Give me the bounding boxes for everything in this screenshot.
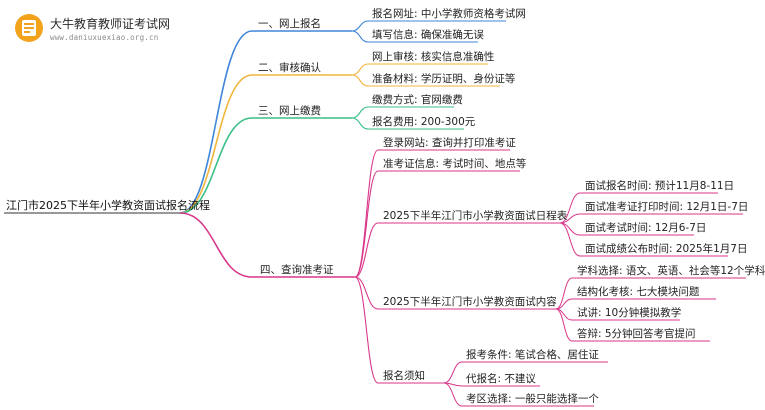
leaf-ticket-print-time: 面试准考证打印时间: 12月1日-7日 [585,201,749,213]
branch-review-confirm: 二、审核确认 [258,62,321,74]
node-fill-info: 填写信息: 确保准确无误 [372,29,484,41]
ticket-connector-3 [354,222,379,278]
leaf-connector-11 [443,382,463,407]
branch-online-registration: 一、网上报名 [258,18,321,30]
node-registration-fee: 报名费用: 200-300元 [372,116,476,128]
branch-online-payment: 三、网上缴费 [258,105,321,117]
branch-admission-ticket: 四、查询准考证 [260,264,334,276]
node-payment-method: 缴费方式: 官网缴费 [372,94,463,106]
leaf-exam-area: 考区选择: 一般只能选择一个 [466,393,599,405]
branch-connector-1 [179,30,253,214]
leaf-structured-assessment: 结构化考核: 七大模块问题 [577,286,700,298]
node-connector-5 [351,106,369,119]
book-logo-icon [15,14,43,42]
node-registration-notes: 报名须知 [383,370,425,382]
leaf-defense: 答辩: 5分钟回答考官提问 [577,328,696,340]
leaf-connector-5 [555,277,573,310]
leaf-eligibility: 报考条件: 笔试合格、居住证 [466,349,599,361]
ticket-connector-5 [354,276,379,384]
leaf-connector-8 [555,308,573,342]
node-interview-schedule: 2025下半年江门市小学教资面试日程表 [383,210,568,222]
node-connector-6 [351,117,369,130]
leaf-result-release-time: 面试成绩公布时间: 2025年1月7日 [585,243,748,255]
leaf-connector-2 [559,213,581,224]
leaf-connector-4 [559,222,581,257]
root-node: 江门市2025下半年小学教资面试报名流程 [6,199,210,212]
leaf-interview-registration-time: 面试报名时间: 预计11月8-11日 [585,180,735,192]
ticket-connector-1 [354,149,379,278]
node-registration-website: 报名网址: 中小学教师资格考试网 [372,8,526,20]
leaf-connector-1 [559,192,581,224]
node-online-review: 网上审核: 核实信息准确性 [372,51,495,63]
node-login-website: 登录网站: 查询并打印准考证 [383,137,516,149]
branch-connector-3 [179,117,253,214]
ticket-connector-4 [354,276,379,310]
leaf-proxy-registration: 代报名: 不建议 [466,373,536,385]
ticket-connector-2 [354,170,379,278]
node-connector-2 [351,30,369,43]
node-prepare-materials: 准备材料: 学历证明、身份证等 [372,73,516,85]
leaf-connector-9 [443,361,463,384]
node-connector-1 [351,20,369,32]
branch-connector-2 [179,74,253,214]
logo-url: www.daniuxuexiao.org.cn [50,33,159,42]
leaf-trial-lecture: 试讲: 10分钟模拟教学 [577,307,682,319]
node-interview-content: 2025下半年江门市小学教资面试内容 [383,296,557,308]
logo-title: 大牛教育教师证考试网 [50,17,171,31]
leaf-exam-time: 面试考试时间: 12月6-7日 [585,222,707,234]
node-connector-3 [351,63,369,76]
branch-connector-4 [179,212,253,278]
node-connector-4 [351,74,369,87]
node-ticket-info: 准考证信息: 考试时间、地点等 [383,158,527,170]
leaf-subject-selection: 学科选择: 语文、英语、社会等12个学科 [577,265,765,277]
leaf-connector-6 [555,298,573,310]
site-logo: 大牛教育教师证考试网 www.daniuxuexiao.org.cn [14,11,174,49]
